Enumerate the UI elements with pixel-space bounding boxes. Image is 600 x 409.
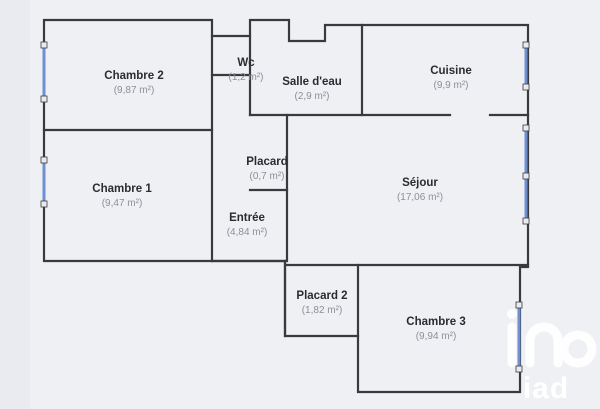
- room-entree: Entrée (4,84 m²): [227, 212, 268, 238]
- window-marker: [522, 172, 530, 180]
- room-chambre-2: Chambre 2 (9,87 m²): [104, 70, 163, 96]
- room-name: Salle d'eau: [282, 76, 342, 88]
- room-area: (4,84 m²): [226, 227, 268, 238]
- room-name: Chambre 3: [406, 316, 466, 328]
- room-name: Séjour: [402, 177, 438, 189]
- room-wc: Wc (1,2 m²): [229, 57, 264, 83]
- room-name: Chambre 2: [104, 70, 164, 82]
- window-marker: [40, 156, 48, 164]
- room-salle-d-eau: Salle d'eau (2,9 m²): [282, 76, 342, 102]
- room-name: Chambre 1: [92, 183, 152, 195]
- plan-sheet: [30, 0, 600, 409]
- room-chambre-1: Chambre 1 (9,47 m²): [92, 183, 151, 209]
- room-area: (1,2 m²): [228, 72, 264, 83]
- room-area: (9,9 m²): [433, 80, 469, 91]
- room-name: Cuisine: [430, 65, 472, 77]
- logo-text: iad: [522, 372, 570, 405]
- room-area: (9,94 m²): [415, 331, 457, 342]
- window-marker: [522, 83, 530, 91]
- room-cuisine: Cuisine (9,9 m²): [430, 65, 472, 91]
- room-placard-2: Placard 2 (1,82 m²): [296, 290, 347, 316]
- room-name: Placard: [246, 156, 288, 168]
- room-area: (1,82 m²): [301, 305, 343, 316]
- window-marker: [40, 95, 48, 103]
- room-sejour: Séjour (17,06 m²): [397, 177, 443, 203]
- room-name: Entrée: [229, 212, 265, 224]
- room-area: (0,7 m²): [249, 171, 285, 182]
- room-name: Placard 2: [296, 290, 348, 302]
- room-area: (9,47 m²): [101, 198, 143, 209]
- room-area: (9,87 m²): [113, 85, 155, 96]
- window-marker: [522, 41, 530, 49]
- room-area: (17,06 m²): [396, 192, 444, 203]
- room-chambre-3: Chambre 3 (9,94 m²): [406, 316, 465, 342]
- window-marker: [522, 124, 530, 132]
- window-marker: [40, 41, 48, 49]
- iad-logo-icon: [507, 309, 597, 368]
- room-placard: Placard (0,7 m²): [246, 156, 288, 182]
- window-marker: [515, 365, 523, 373]
- room-area: (2,9 m²): [294, 91, 330, 102]
- room-name: Wc: [237, 57, 255, 69]
- window-marker: [522, 217, 530, 225]
- window-marker: [40, 200, 48, 208]
- window-marker: [515, 301, 523, 309]
